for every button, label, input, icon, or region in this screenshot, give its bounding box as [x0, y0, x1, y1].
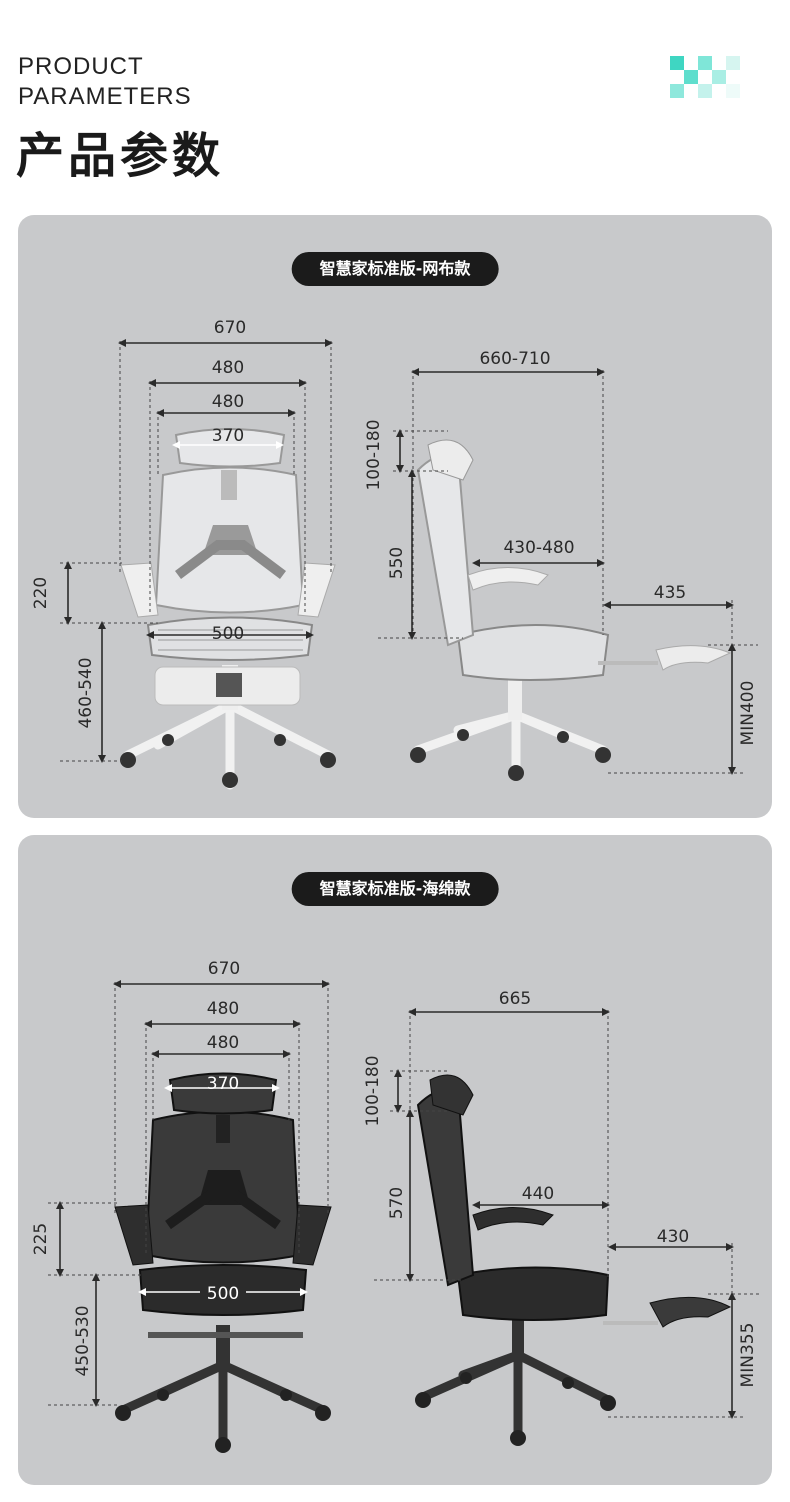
- front-chair-sponge: [114, 1072, 332, 1453]
- panel-label-mesh: 智慧家标准版-网布款: [291, 252, 499, 286]
- side-depth-label-2: 665: [499, 989, 531, 1009]
- side-footrest-height-label-2: MIN355: [738, 1323, 758, 1388]
- front-seat-height-label: 460-540: [76, 657, 96, 728]
- side-chair-mesh: [410, 439, 732, 781]
- checker-decoration-icon: [670, 56, 740, 98]
- side-footrest-height-label: MIN400: [738, 681, 758, 746]
- front-dimensions-sponge: 670 480 480 370 500 225 450-530: [31, 959, 330, 1407]
- header-title-en-line2: PARAMETERS: [18, 83, 192, 110]
- header-title-en: PRODUCT PARAMETERS: [18, 52, 192, 112]
- side-footrest-length-label-2: 430: [657, 1227, 689, 1247]
- side-depth-label: 660-710: [479, 349, 550, 369]
- header-title-en-line1: PRODUCT: [18, 53, 144, 80]
- side-seat-depth-label-2: 440: [522, 1184, 554, 1204]
- side-back-height-label: 550: [387, 547, 407, 579]
- front-armrest-width-label-2: 480: [207, 999, 239, 1019]
- sponge-dimension-drawing: 670 480 480 370 500 225 450-530: [31, 959, 760, 1453]
- header-title-cn: 产品参数: [16, 128, 225, 184]
- front-overall-width-label: 670: [214, 318, 246, 338]
- panel-sponge: 智慧家标准版-海绵款: [18, 835, 772, 1485]
- side-dimensions-sponge: 665 100-180 570 440 430 MIN355: [363, 989, 760, 1419]
- front-headrest-width-label-2: 370: [207, 1074, 239, 1094]
- front-seat-width-label: 500: [212, 624, 244, 644]
- side-footrest-length-label: 435: [654, 583, 686, 603]
- side-headrest-adjust-label: 100-180: [364, 419, 384, 490]
- front-seat-height-label-2: 450-530: [73, 1305, 93, 1376]
- front-back-width-label: 480: [212, 392, 244, 412]
- front-back-width-label-2: 480: [207, 1033, 239, 1053]
- front-chair-mesh: [120, 428, 336, 790]
- front-armrest-width-label: 480: [212, 358, 244, 378]
- side-headrest-adjust-label-2: 100-180: [363, 1055, 383, 1126]
- panel-label-sponge: 智慧家标准版-海绵款: [291, 872, 499, 906]
- front-armrest-height-label: 220: [31, 577, 51, 609]
- side-dimensions-mesh: 660-710 100-180 550 430-480 435 MIN400: [364, 349, 758, 775]
- front-headrest-width-label: 370: [212, 426, 244, 446]
- front-overall-width-label-2: 670: [208, 959, 240, 979]
- side-chair-sponge: [415, 1074, 732, 1446]
- side-back-height-label-2: 570: [387, 1187, 407, 1219]
- mesh-dimension-drawing: 670 480 480 370 500 220 460-540: [31, 318, 758, 790]
- panel-mesh: 智慧家标准版-网布款: [18, 215, 772, 818]
- front-dimensions-mesh: 670 480 480 370 500 220 460-540: [31, 318, 333, 763]
- front-seat-width-label-2: 500: [207, 1284, 239, 1304]
- front-armrest-height-label-2: 225: [31, 1223, 51, 1255]
- side-seat-depth-label: 430-480: [503, 538, 574, 558]
